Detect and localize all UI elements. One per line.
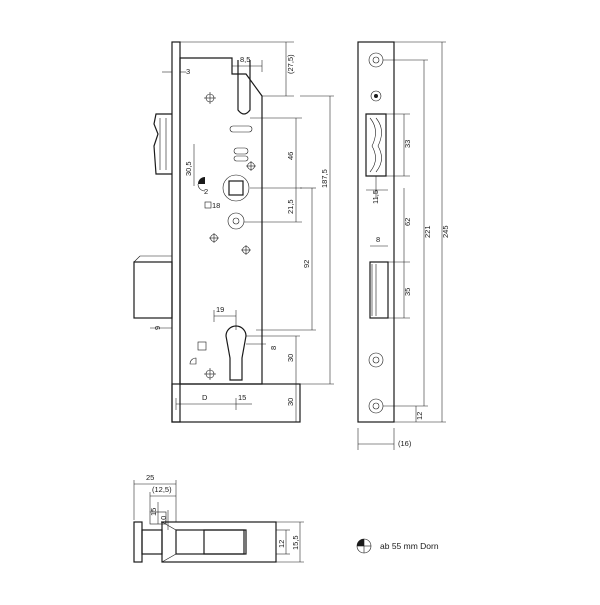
screw-hole-markers <box>204 92 256 380</box>
lock-dimensions: 3 8,5 (27,5) 30,5 46 187,5 <box>150 41 334 423</box>
quarter-circle-marker-icon <box>356 538 372 554</box>
dim-46: 46 <box>286 152 295 160</box>
dim-8: 8 <box>269 346 278 350</box>
bottom-case <box>161 521 277 563</box>
dim-8-5: 8,5 <box>240 55 250 64</box>
follower-square <box>228 180 244 196</box>
dim-221: 221 <box>423 225 432 238</box>
dim-9: 9 <box>153 326 162 330</box>
dim-30-bottom: 30 <box>286 398 295 406</box>
dim-12-5: (12,5) <box>152 485 172 494</box>
faceplate-body <box>357 41 395 423</box>
dim-33: 33 <box>403 140 412 148</box>
top-slot <box>237 60 251 115</box>
bottom-view: 25 (12,5) 15 10 12 15,5 <box>133 473 304 563</box>
dim-2: 2 <box>204 187 208 196</box>
dim-27-5: (27,5) <box>286 54 295 74</box>
dim-19: 19 <box>216 305 224 314</box>
dim-15-5: 15,5 <box>291 535 300 550</box>
latch-opening <box>365 113 387 177</box>
dim-11-5: 11,5 <box>371 190 380 204</box>
dim-35: 35 <box>403 288 412 296</box>
faceplate-screw-holes <box>368 52 384 414</box>
dim-16: (16) <box>398 439 412 448</box>
follower-hub <box>222 174 250 202</box>
bottom-dimensions: 25 (12,5) 15 10 12 15,5 <box>133 473 304 563</box>
bottom-faceplate <box>133 521 143 563</box>
dim-12: 12 <box>415 412 424 420</box>
dorn-marker-1 <box>198 177 205 184</box>
dead-bolt <box>133 261 173 319</box>
lock-side-view: 3 8,5 (27,5) 30,5 46 187,5 <box>133 41 334 423</box>
dim-30-cylinder: 30 <box>286 354 295 362</box>
dim-21-5: 21,5 <box>286 199 295 214</box>
legend-text: ab 55 mm Dorn <box>380 541 439 551</box>
dim-187-5: 187,5 <box>320 169 329 188</box>
faceplate-front-view: 33 11,5 62 221 245 8 35 <box>357 41 450 450</box>
dim-3: 3 <box>186 67 190 76</box>
dim-12-bottom: 12 <box>277 540 286 548</box>
dim-92: 92 <box>302 260 311 268</box>
dim-D: D <box>202 393 208 402</box>
dim-18: 18 <box>212 201 220 210</box>
lock-faceplate <box>171 41 181 423</box>
dim-25: 25 <box>146 473 154 482</box>
dim-245: 245 <box>441 225 450 238</box>
faceplate-dimensions: 33 11,5 62 221 245 8 35 <box>357 41 450 450</box>
dim-15: 15 <box>238 393 246 402</box>
dim-15-bottom: 15 <box>149 508 158 516</box>
dim-10: 10 <box>159 516 168 524</box>
latch-bolt <box>153 113 172 175</box>
cylinder-cutout <box>225 325 247 381</box>
dim-62: 62 <box>403 218 412 226</box>
dim-8-face: 8 <box>376 235 380 244</box>
deadbolt-opening <box>369 261 389 319</box>
dim-30-5: 30,5 <box>184 161 193 176</box>
lock-bottom-plate <box>171 383 301 423</box>
legend: ab 55 mm Dorn <box>356 538 439 554</box>
